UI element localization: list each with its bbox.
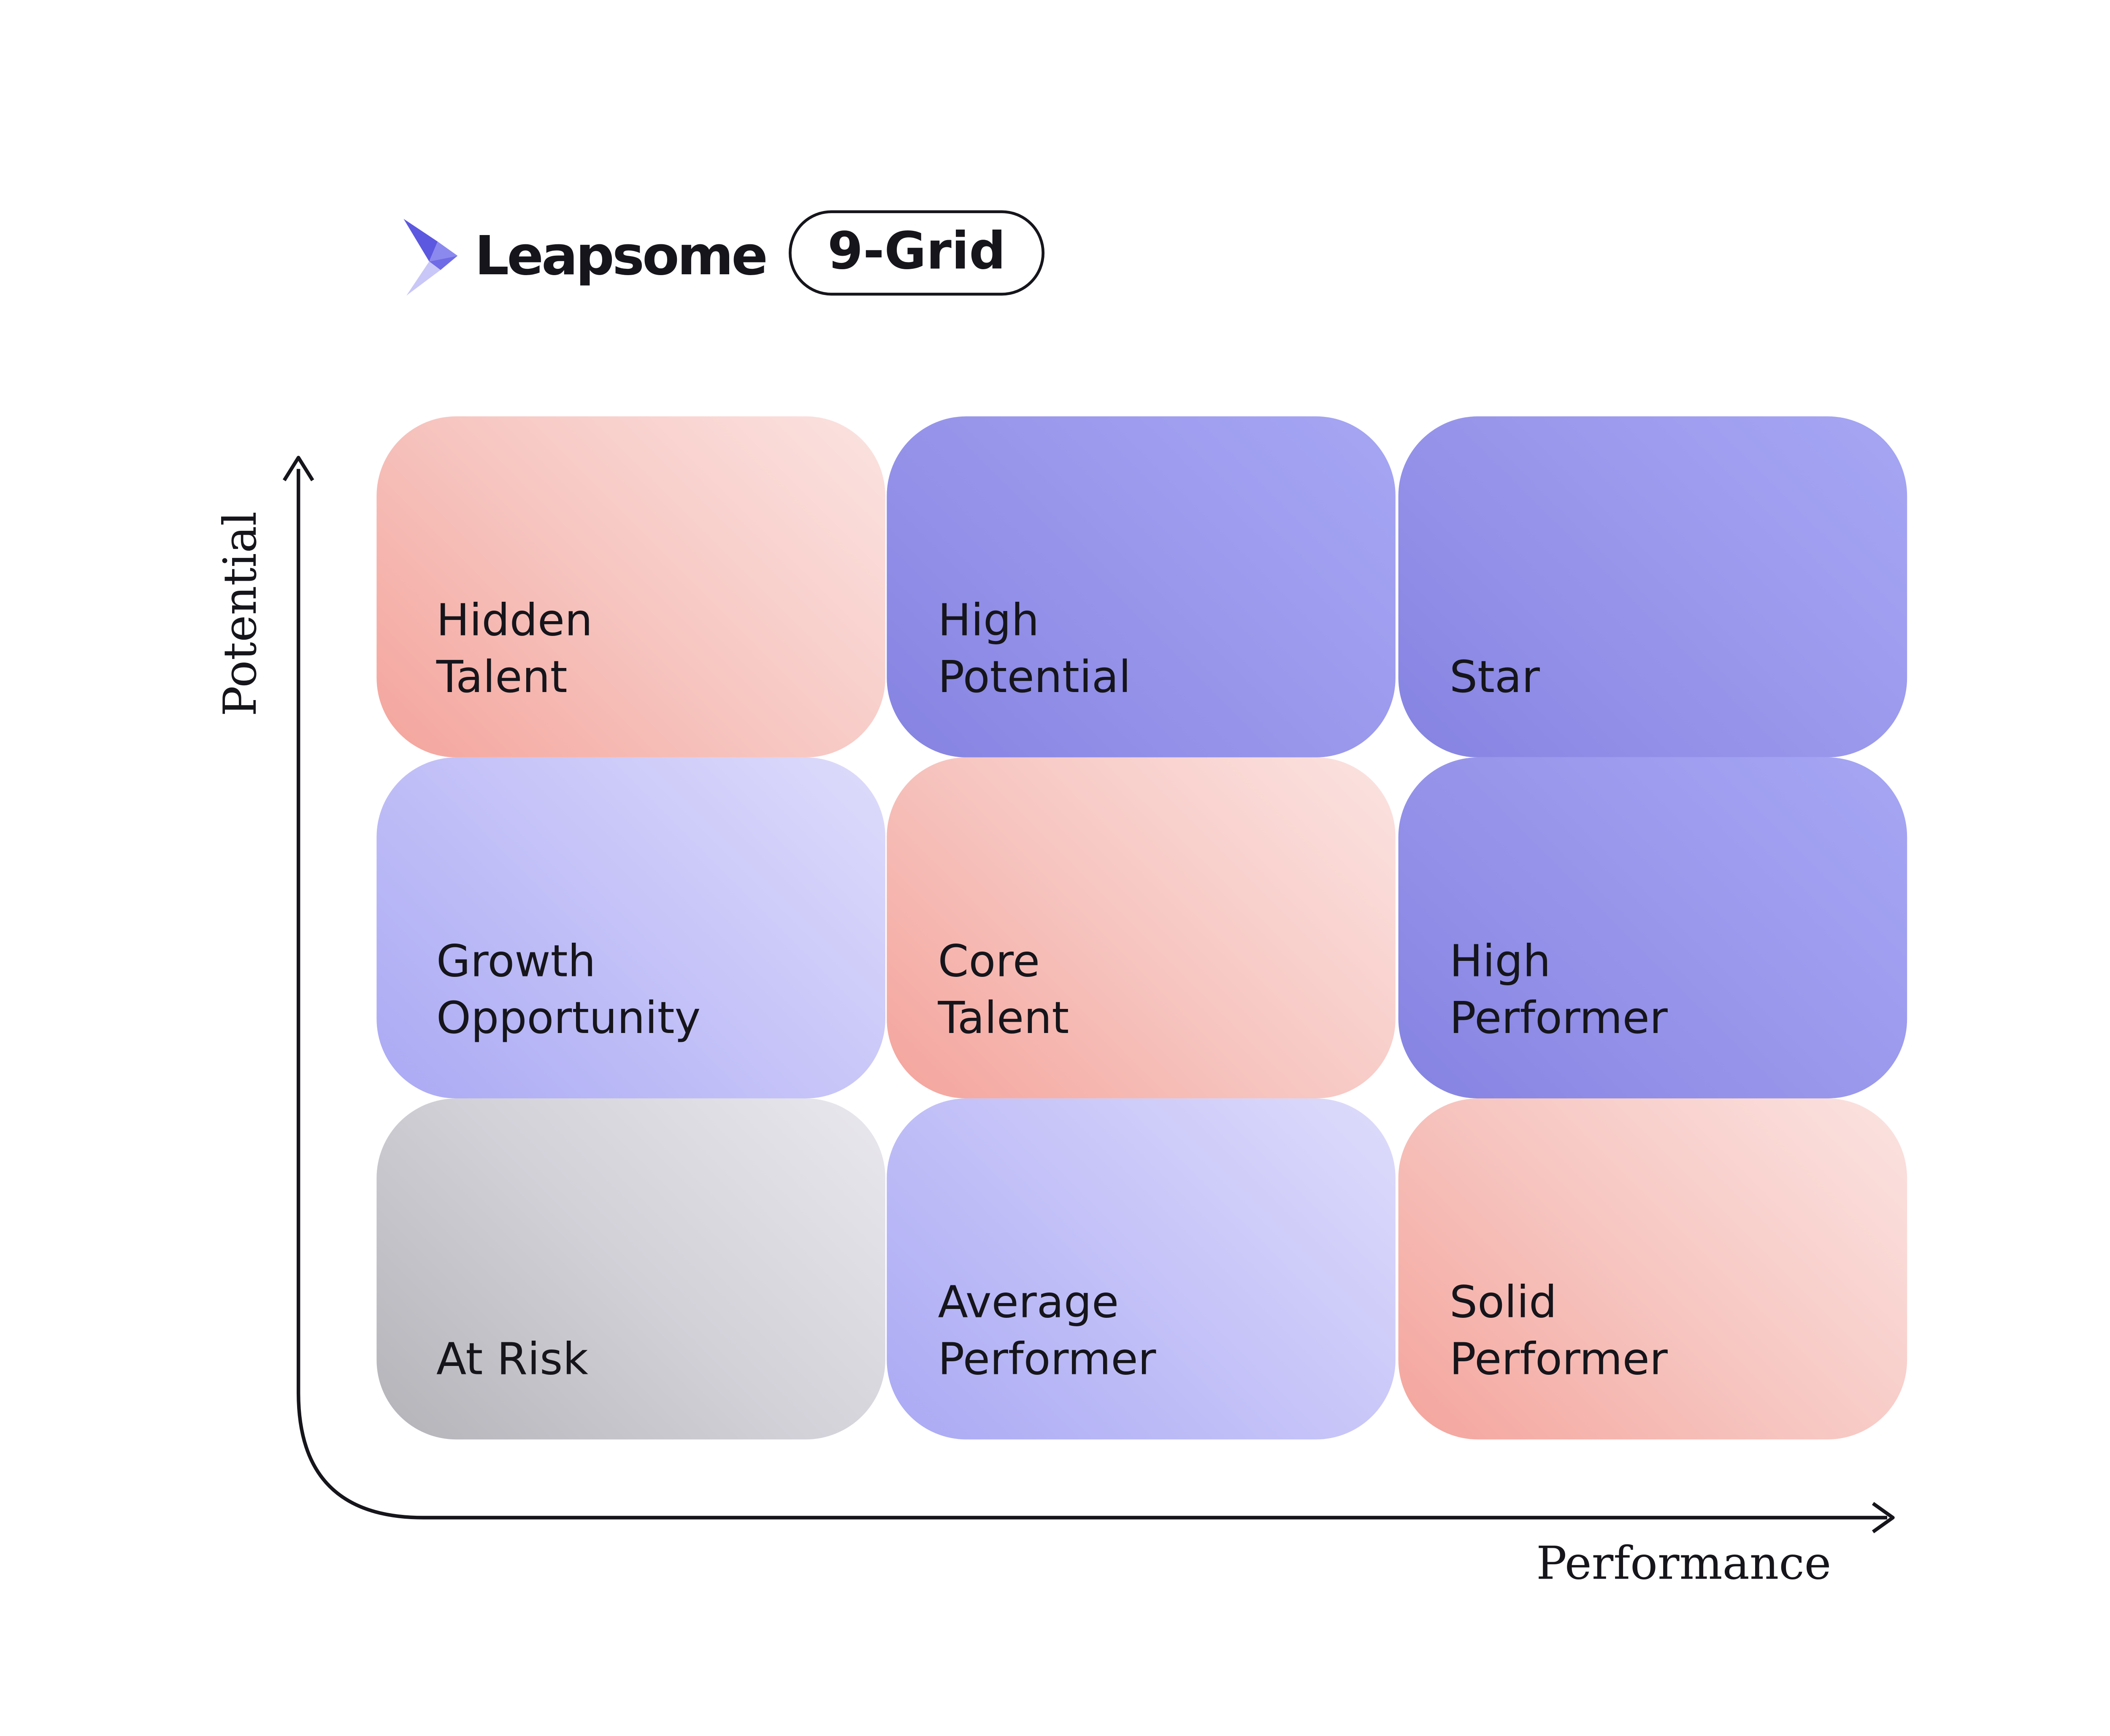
grid-cell-label-line: High [1449,936,1551,988]
brand-name: Leapsome [474,224,768,287]
grid-cell-label-line: Performer [1449,993,1668,1045]
grid-cell-star: Star [1398,416,1907,757]
grid-cell-label-line: Average [938,1277,1119,1329]
grid-cell-label-line: Core [938,936,1040,988]
grid-cell-label-line: Solid [1449,1277,1557,1329]
grid-cell-label-line: At Risk [436,1334,588,1386]
grid-cell-label-line: Growth [436,936,596,988]
grid-cell-label-line: Opportunity [436,993,701,1045]
grid-tag-badge: 9-Grid [788,210,1045,296]
grid-cell-label-line: Hidden [436,595,593,647]
axis-path [296,469,1888,1520]
grid-cell-label-line: Talent [938,993,1069,1045]
grid-cell-label-line: Performer [1449,1334,1668,1386]
grid-cell-label: Star [1450,649,1540,706]
x-axis-arrowhead [1872,1502,1895,1533]
grid-cell-label-line: Star [1449,652,1540,703]
grid-cell-label-line: Talent [436,652,568,703]
grid-cell-label-line: High [938,595,1039,647]
x-axis-label: Performance [1536,1536,1831,1590]
y-axis-label: Potential [213,511,268,717]
leapsome-logo-icon [403,219,458,296]
grid-cell-label-line: Potential [938,652,1131,703]
grid-cell-label-line: Performer [938,1334,1156,1386]
grid-cell-at-risk: At Risk [376,1098,885,1440]
grid-cell-label: At Risk [436,1331,588,1388]
brand-header: Leapsome [401,210,768,301]
y-axis-arrowhead [282,456,314,481]
